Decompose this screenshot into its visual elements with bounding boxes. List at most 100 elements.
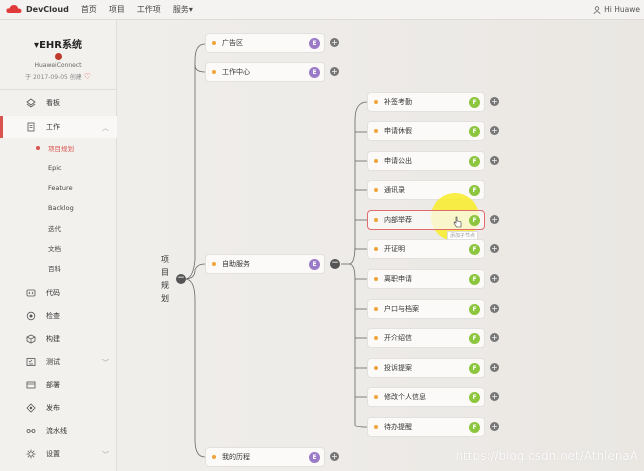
epic-node-work-center[interactable]: 工作中心 E xyxy=(205,62,325,82)
nav-projects[interactable]: 项目 xyxy=(108,5,125,14)
add-child-button[interactable]: + xyxy=(490,363,499,372)
sidebar-item-pipeline[interactable]: 流水线 xyxy=(0,420,117,442)
epic-node-ad-area[interactable]: 广告区 E xyxy=(205,33,325,53)
add-child-button[interactable]: + xyxy=(490,333,499,342)
add-child-button[interactable]: + xyxy=(490,215,499,224)
add-child-button[interactable]: + xyxy=(330,452,339,461)
node-dot xyxy=(374,425,378,429)
dashboard-icon xyxy=(26,98,36,108)
heart-icon[interactable]: ♡ xyxy=(83,72,91,81)
node-label: 开介绍信 xyxy=(384,334,412,342)
subitem-label: 迭代 xyxy=(48,225,61,233)
build-icon xyxy=(26,334,36,344)
feature-node[interactable]: 开证明 F xyxy=(367,239,485,259)
add-child-button[interactable]: + xyxy=(490,392,499,401)
feature-badge: F xyxy=(469,304,480,315)
node-dot xyxy=(374,100,378,104)
nav-services[interactable]: 服务▾ xyxy=(173,4,193,15)
deploy-icon xyxy=(26,380,36,390)
add-child-button[interactable]: + xyxy=(490,422,499,431)
sidebar-subitem-wiki[interactable]: 百科 xyxy=(0,258,117,278)
node-dot xyxy=(374,129,378,133)
feature-node-hovered[interactable]: 内部举荐 F xyxy=(367,210,485,230)
node-dot xyxy=(374,366,378,370)
sidebar-item-check[interactable]: 检查 xyxy=(0,305,117,327)
root-collapse-button[interactable]: − xyxy=(176,273,186,284)
node-label: 补签考勤 xyxy=(384,98,412,106)
project-name[interactable]: ▾EHR系统 xyxy=(0,36,116,51)
feature-badge: F xyxy=(469,363,480,374)
feature-badge: F xyxy=(469,392,480,403)
node-dot xyxy=(374,247,378,251)
sidebar-item-label: 测试 xyxy=(46,358,60,366)
self-service-collapse-button[interactable]: − xyxy=(330,258,340,269)
sidebar-item-test[interactable]: 测试 ﹀ xyxy=(0,351,117,373)
sidebar-item-work[interactable]: 工作 ︿ xyxy=(0,116,117,138)
nav-work-items[interactable]: 工作项 xyxy=(136,5,161,14)
add-child-button[interactable]: + xyxy=(490,304,499,313)
add-child-button[interactable]: + xyxy=(330,38,339,47)
add-child-button[interactable]: + xyxy=(490,274,499,283)
sidebar-item-dashboard[interactable]: 看板 xyxy=(0,92,117,114)
subitem-label: 文档 xyxy=(48,245,61,253)
add-child-button[interactable]: + xyxy=(490,97,499,106)
sidebar-subitem-epic[interactable]: Epic xyxy=(0,158,117,178)
watermark: https://blog.csdn.net/AthlenaA xyxy=(455,449,638,463)
top-bar: DevCloud 首页 项目 工作项 服务▾ Hi Huawe xyxy=(0,0,644,20)
node-dot xyxy=(374,277,378,281)
pipeline-icon xyxy=(26,426,36,436)
add-child-button[interactable]: + xyxy=(490,156,499,165)
node-label: 开证明 xyxy=(384,245,405,253)
org-avatar xyxy=(54,53,62,60)
chevron-up-icon: ︿ xyxy=(102,124,109,132)
mindmap-canvas[interactable]: 项目规划 − 广告区 E + 工作中心 E + 自助服务 E − 我的历程 E … xyxy=(117,20,644,471)
mindmap-root-label[interactable]: 项目规划 xyxy=(161,255,169,303)
epic-node-self-service[interactable]: 自助服务 E xyxy=(205,254,325,274)
sidebar-item-deploy[interactable]: 部署 xyxy=(0,374,117,396)
sidebar-item-settings[interactable]: 设置 ﹀ xyxy=(0,443,117,465)
cloud-logo-icon xyxy=(6,5,22,13)
node-label: 通讯录 xyxy=(384,186,405,194)
active-dot xyxy=(36,146,40,150)
caret-down-icon: ▾ xyxy=(34,40,40,51)
logo-text: DevCloud xyxy=(26,5,69,14)
subitem-label: 项目规划 xyxy=(48,145,74,153)
add-child-button[interactable]: + xyxy=(490,244,499,253)
user-menu[interactable]: Hi Huawe xyxy=(593,5,640,14)
project-created-date: 于 2017-09-05 创建♡ xyxy=(0,72,116,81)
sidebar-subitem-project-planning[interactable]: 项目规划 xyxy=(0,138,117,158)
sidebar-subitem-feature[interactable]: Feature xyxy=(0,178,117,198)
add-child-button[interactable]: + xyxy=(330,67,339,76)
node-dot xyxy=(374,188,378,192)
hand-cursor-icon xyxy=(453,216,462,228)
nav-home[interactable]: 首页 xyxy=(80,5,97,14)
epic-node-my-journey[interactable]: 我的历程 E xyxy=(205,447,325,467)
add-child-button[interactable]: + xyxy=(490,126,499,135)
devcloud-logo[interactable]: DevCloud xyxy=(6,4,69,15)
user-greeting: Hi Huawe xyxy=(604,5,640,14)
feature-badge: F xyxy=(469,126,480,137)
node-dot xyxy=(374,336,378,340)
sidebar-subitem-backlog[interactable]: Backlog xyxy=(0,198,117,218)
node-dot xyxy=(374,159,378,163)
feature-badge: F xyxy=(469,244,480,255)
sidebar-item-release[interactable]: 发布 xyxy=(0,397,117,419)
node-dot xyxy=(212,455,216,459)
node-label: 内部举荐 xyxy=(384,216,412,224)
feature-badge: F xyxy=(469,215,480,226)
project-name-text: EHR系统 xyxy=(39,40,82,51)
subitem-label: Feature xyxy=(48,184,73,192)
sidebar-item-build[interactable]: 构建 xyxy=(0,328,117,350)
sidebar-subitem-docs[interactable]: 文档 xyxy=(0,238,117,258)
sidebar-item-code[interactable]: 代码 xyxy=(0,282,117,304)
sidebar-subitem-iteration[interactable]: 迭代 xyxy=(0,218,117,238)
